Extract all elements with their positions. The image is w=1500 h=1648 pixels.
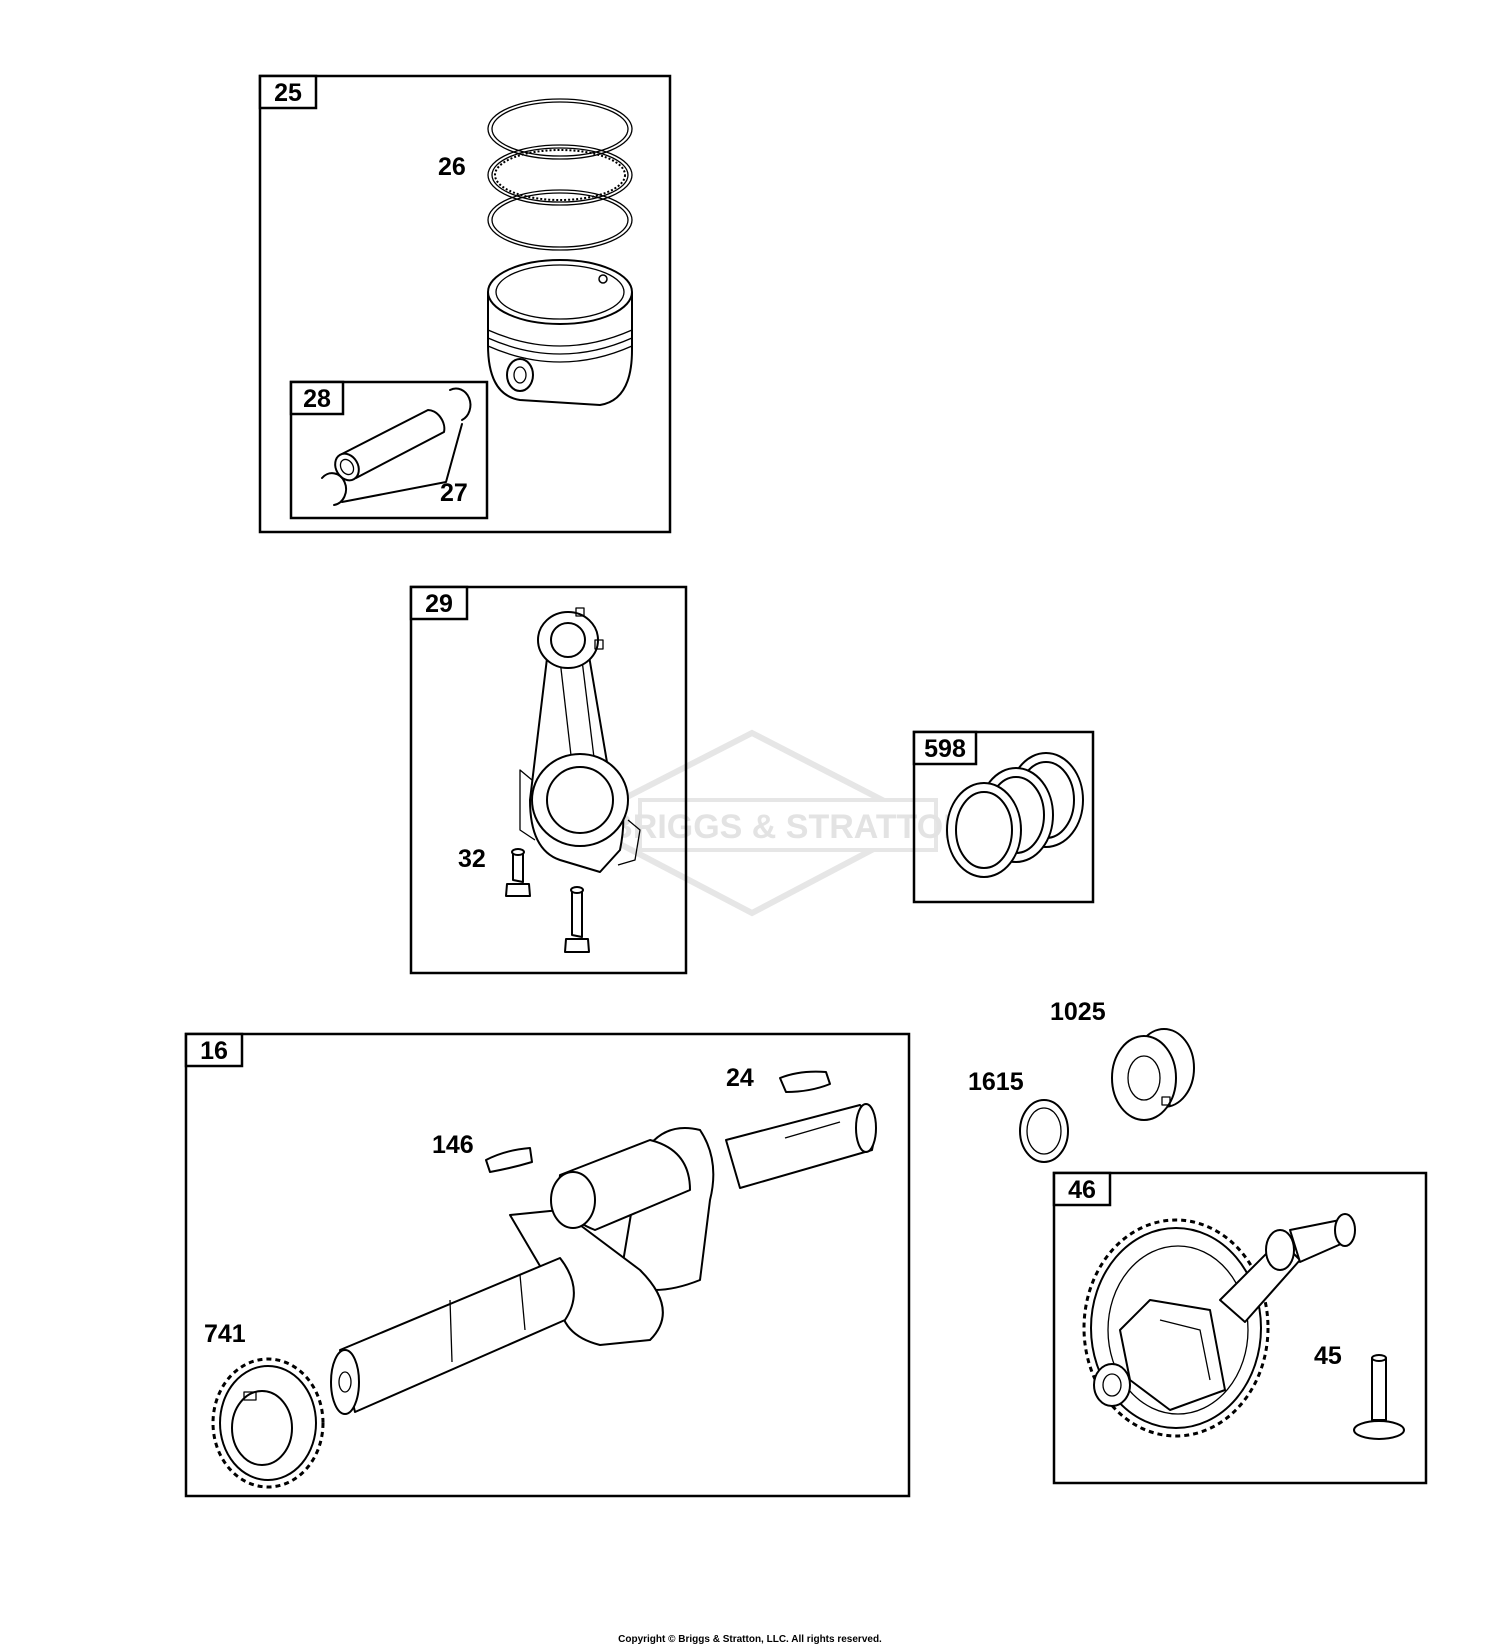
group-598-label: 598 (924, 735, 966, 763)
callout-27: 27 (440, 479, 468, 507)
piston-rings-drawing (487, 98, 633, 251)
oil-seal-1025[interactable]: 1025 (1050, 998, 1195, 1121)
callout-146: 146 (432, 1131, 474, 1159)
copyright-notice: Copyright © Briggs & Stratton, LLC. All … (618, 1634, 882, 1645)
group-28-label: 28 (303, 385, 331, 413)
watermark-brand: BRIGGS & STRATTON (608, 808, 968, 846)
callout-32: 32 (458, 845, 486, 873)
cam-pin-45-drawing (1353, 1354, 1405, 1440)
group-25-piston[interactable]: 25 26 28 (258, 74, 672, 534)
crankshaft-drawing (330, 1103, 877, 1415)
group-25-label: 25 (274, 79, 302, 107)
callout-24: 24 (726, 1064, 754, 1092)
callout-1615: 1615 (968, 1068, 1024, 1096)
timing-gear-741-drawing (211, 1357, 325, 1489)
group-29-label: 29 (425, 590, 453, 618)
seal-washer-1615[interactable]: 1615 (968, 1068, 1069, 1163)
group-29-connecting-rod[interactable]: 29 32 (409, 585, 688, 975)
piston-drawing (487, 259, 633, 406)
group-46-label: 46 (1068, 1176, 1096, 1204)
callout-741: 741 (204, 1320, 246, 1348)
washers-drawing (946, 752, 1084, 878)
crank-key-146-drawing (485, 1147, 533, 1173)
group-16-label: 16 (200, 1037, 228, 1065)
group-28-piston-pin[interactable]: 28 (289, 380, 489, 520)
callout-45: 45 (1314, 1342, 1342, 1370)
callout-1025: 1025 (1050, 998, 1106, 1026)
callout-26: 26 (438, 153, 466, 181)
camshaft-drawing (1082, 1213, 1356, 1438)
brand-watermark: BRIGGS & STRATTON (571, 729, 968, 917)
connecting-rod-drawing (519, 607, 641, 873)
group-46-camshaft[interactable]: 46 45 (1052, 1171, 1428, 1485)
rod-bolts-drawing (505, 848, 590, 953)
group-16-crankshaft[interactable]: 16 24 146 (184, 1032, 911, 1498)
group-598-washers[interactable]: 598 (912, 730, 1095, 904)
crank-key-24-drawing (779, 1070, 831, 1093)
